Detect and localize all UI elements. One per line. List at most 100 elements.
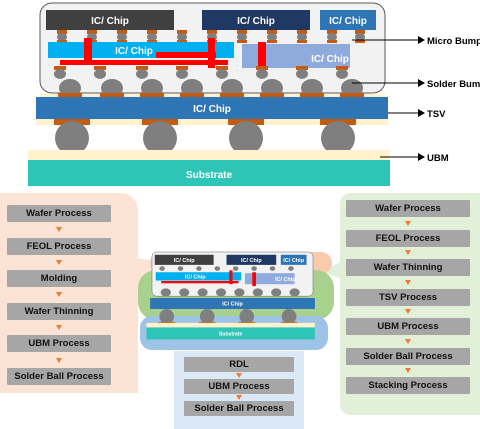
- flow-arrow-icon: [405, 279, 411, 285]
- solder-bump: [181, 79, 203, 97]
- process-step: Solder Ball Process: [7, 367, 111, 385]
- mini-solder-bump: [252, 288, 263, 297]
- mini-micro-bump: [214, 266, 221, 271]
- top-chip-1-label: IC/ Chip: [91, 16, 129, 27]
- solder-bump: [141, 79, 163, 97]
- flow-arrow-wrap: [56, 320, 62, 336]
- flow-arrow-wrap: [56, 255, 62, 271]
- solder-ball: [143, 121, 177, 155]
- solder-bump: [261, 79, 283, 97]
- top-chip-3-label: IC/ Chip: [329, 16, 367, 27]
- solder-bump-pad: [100, 93, 124, 98]
- micro-bump-pad: [147, 30, 157, 34]
- mini-top-chip-2-label: IC/ Chip: [241, 258, 262, 264]
- micro-bump: [136, 69, 148, 79]
- flow-arrow-icon: [56, 259, 62, 265]
- micro-bump-pad: [237, 30, 247, 34]
- mini-solder-bump: [160, 288, 171, 297]
- mini-substrate: [146, 327, 315, 340]
- micro-bump: [54, 69, 66, 79]
- mid-chip-1-label: IC/ Chip: [115, 46, 153, 57]
- flow-arrow-icon: [236, 395, 242, 400]
- process-step: Wafer Process: [346, 200, 470, 217]
- mini-mid-chip-1: [155, 272, 242, 281]
- top-chip-1: [46, 10, 174, 30]
- micro-bump-pad: [57, 30, 67, 34]
- process-step: TSV Process: [346, 288, 470, 306]
- mini-solder-ball: [159, 309, 175, 324]
- micro-bump: [256, 69, 268, 79]
- flow-arrow-icon: [405, 338, 411, 344]
- interposer-layer: [36, 97, 388, 119]
- mini-micro-bump: [232, 266, 239, 271]
- micro-bump: [57, 33, 67, 41]
- flow-arrow-wrap: [405, 217, 411, 230]
- process-step: UBM Process: [346, 318, 470, 335]
- mini-mid-chip-1-label: IC/ Chip: [185, 275, 206, 281]
- micro-bump-pad: [327, 40, 337, 43]
- solder-bump: [221, 79, 243, 97]
- process-step: Wafer Thinning: [346, 259, 470, 276]
- micro-bump: [267, 33, 277, 41]
- micro-bump: [117, 33, 127, 41]
- micro-bump-pad: [147, 40, 157, 43]
- mini-micro-bump: [196, 266, 202, 271]
- micro-bump-pad: [237, 40, 247, 43]
- mini-top-chip-1: [154, 254, 214, 265]
- solder-bump-layer: [40, 94, 385, 98]
- top-chip-3: [320, 10, 376, 30]
- micro-bumps-middle: [54, 66, 348, 79]
- solder-bump-pad: [140, 93, 164, 98]
- micro-bump-pad: [87, 30, 97, 34]
- micro-bump-pad: [296, 66, 308, 70]
- process-step: Solder Ball Process: [346, 347, 470, 365]
- flow-arrow-wrap: [405, 365, 411, 378]
- callout-arrowheads: [418, 36, 425, 161]
- top-chip-2-label: IC/ Chip: [237, 16, 275, 27]
- mini-micro-bump: [288, 266, 294, 271]
- process-step: RDL: [184, 357, 294, 372]
- micro-bump-pad: [355, 40, 365, 43]
- flow-arrow-icon: [405, 309, 411, 315]
- micro-bump: [297, 33, 307, 41]
- process-step: Wafer Thinning: [7, 302, 111, 320]
- micro-bump: [177, 33, 187, 41]
- process-step: FEOL Process: [7, 237, 111, 255]
- mini-solder-bump: [271, 288, 282, 297]
- mini-micro-bump: [269, 266, 276, 271]
- solder-ball: [55, 121, 89, 155]
- micro-bump-pad: [117, 30, 127, 34]
- main-package-diagram: IC/ Chip IC/ Chip IC/ Chip IC/ Chip IC/ …: [28, 2, 480, 186]
- process-step: UBM Process: [184, 379, 294, 394]
- large-solder-balls: [52, 121, 358, 156]
- solder-bump-pad: [340, 93, 364, 98]
- flow-arrow-icon: [56, 292, 62, 298]
- mini-solder-bump: [179, 288, 190, 297]
- mini-solder-ball: [239, 309, 255, 324]
- micro-bump: [327, 33, 337, 41]
- micro-bump-pad: [297, 30, 307, 34]
- mini-mid-chip-2-label: IC/ Chip: [275, 277, 296, 283]
- solder-bump-pad: [260, 93, 284, 98]
- solder-bumps: [58, 79, 364, 98]
- solder-bump-pad: [180, 93, 204, 98]
- process-step: Molding: [7, 270, 111, 288]
- mini-solder-bump: [289, 288, 300, 297]
- micro-bump-pad: [54, 66, 66, 70]
- callout-tsv: TSV: [427, 109, 446, 120]
- micro-bump: [336, 69, 348, 79]
- mini-large-balls: [158, 309, 298, 325]
- solder-bump-pad: [220, 93, 244, 98]
- micro-bump: [296, 69, 308, 79]
- process-step: Solder Ball Process: [184, 401, 294, 416]
- mini-solder-ball: [281, 309, 297, 324]
- flow-arrow-wrap: [405, 247, 411, 260]
- mini-solder-bump: [234, 288, 245, 297]
- flow-arrow-wrap: [56, 352, 62, 368]
- process-step: FEOL Process: [346, 229, 470, 247]
- micro-bump-pad: [177, 40, 187, 43]
- flow-arrow-icon: [236, 373, 242, 378]
- micro-bump-pad: [207, 30, 217, 34]
